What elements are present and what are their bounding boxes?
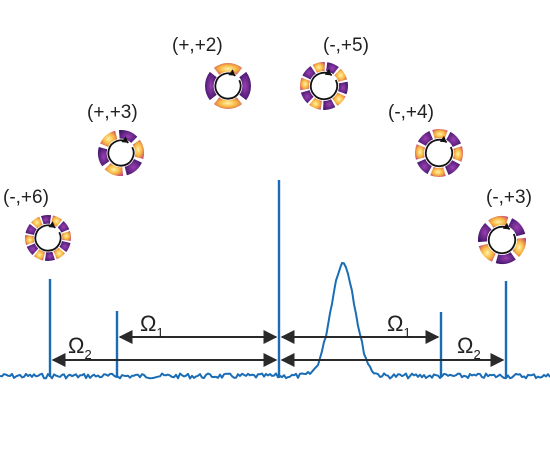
mode-lobe [488, 215, 509, 228]
mode-label-m5: (-,+4) [388, 102, 434, 123]
rotation-arrowhead-icon [502, 222, 510, 230]
mode-lobe [332, 92, 346, 106]
mode-lobe [446, 131, 461, 148]
mode-lobe [430, 166, 446, 178]
rotation-circle-icon [487, 225, 517, 255]
mode-lobe [24, 234, 35, 245]
mode-lobe [478, 222, 492, 243]
mode-lobe [417, 158, 432, 175]
mode-lobe [100, 130, 118, 148]
mode-profile-m2-icon [98, 130, 144, 176]
mode-lobe [98, 146, 110, 167]
mode-core [33, 223, 63, 253]
mode-profiles [24, 62, 526, 264]
mode-profile-m3-icon [205, 62, 251, 110]
mode-lobe [25, 223, 37, 235]
mode-lobe [53, 247, 65, 260]
mode-lobe [417, 131, 434, 146]
mode-lobe [59, 241, 71, 253]
mode-lobe [213, 62, 243, 75]
mode-lobe [118, 130, 138, 143]
mode-lobe [239, 71, 251, 101]
mode-label-m2: (+,+3) [87, 102, 138, 123]
mode-lobe [44, 251, 55, 261]
mode-lobe [508, 218, 526, 237]
mode-lobe [432, 129, 448, 140]
spectrum-trace [0, 262, 550, 380]
mode-lobe [495, 252, 516, 264]
mode-label-m6: (-,+3) [486, 187, 532, 208]
omega1-label-right: Ω1 [387, 311, 411, 340]
omega1-label-left: Ω1 [140, 311, 164, 340]
mode-label-m3: (+,+2) [172, 35, 223, 56]
mode-lobe [33, 249, 45, 261]
mode-lobe [57, 221, 70, 233]
rotation-arrowhead-icon [228, 69, 236, 76]
mode-lobe [414, 144, 426, 160]
mode-label-m4: (-,+5) [323, 35, 369, 56]
mode-lobe [302, 66, 316, 80]
mode-lobe [205, 71, 217, 101]
mode-lobe [213, 97, 243, 110]
omega2-label-right: Ω2 [457, 333, 481, 362]
mode-lobe [334, 68, 348, 82]
mode-lobe [300, 77, 311, 91]
rotation-circle-icon [107, 139, 135, 167]
rotation-arrowhead-icon [324, 68, 332, 76]
mode-lobe [444, 160, 461, 175]
mode-lobe [309, 97, 322, 110]
mode-lobe [41, 215, 52, 225]
rotation-arrowhead-icon [121, 136, 129, 143]
mode-profile-m1-icon [24, 215, 71, 261]
mode-profile-m6-icon [478, 215, 526, 264]
mode-core [309, 71, 339, 101]
rotation-arrowhead-icon [48, 221, 56, 228]
spacing-arrows [51, 330, 505, 367]
omega2-label-left: Ω2 [68, 333, 92, 362]
mode-lobe [452, 146, 463, 162]
mode-lobe [337, 81, 348, 95]
mode-lobe [31, 216, 43, 229]
mode-profile-m4-icon [300, 62, 348, 110]
mode-lobe [512, 237, 526, 258]
mode-core [424, 138, 454, 168]
mode-profile-m5-icon [414, 129, 463, 178]
mode-core [213, 71, 243, 101]
mode-lobe [26, 243, 39, 255]
mode-lobe [104, 163, 124, 176]
mode-core [106, 138, 136, 168]
mode-label-m1: (-,+6) [3, 187, 49, 208]
mode-lobe [323, 99, 336, 110]
rotation-circle-icon [309, 71, 339, 101]
rotation-circle-icon [424, 138, 454, 168]
mode-lobe [478, 243, 496, 262]
mode-lobe [61, 231, 71, 242]
mode-core [487, 225, 517, 255]
mode-lobe [132, 139, 144, 160]
mode-lobe [312, 62, 325, 73]
mode-lobe [300, 90, 314, 104]
mode-lobe [124, 158, 142, 176]
rotation-circle-icon [214, 72, 242, 100]
mode-lobe [51, 215, 63, 227]
rotation-arrowhead-icon [439, 135, 447, 143]
rotation-circle-icon [34, 224, 62, 252]
